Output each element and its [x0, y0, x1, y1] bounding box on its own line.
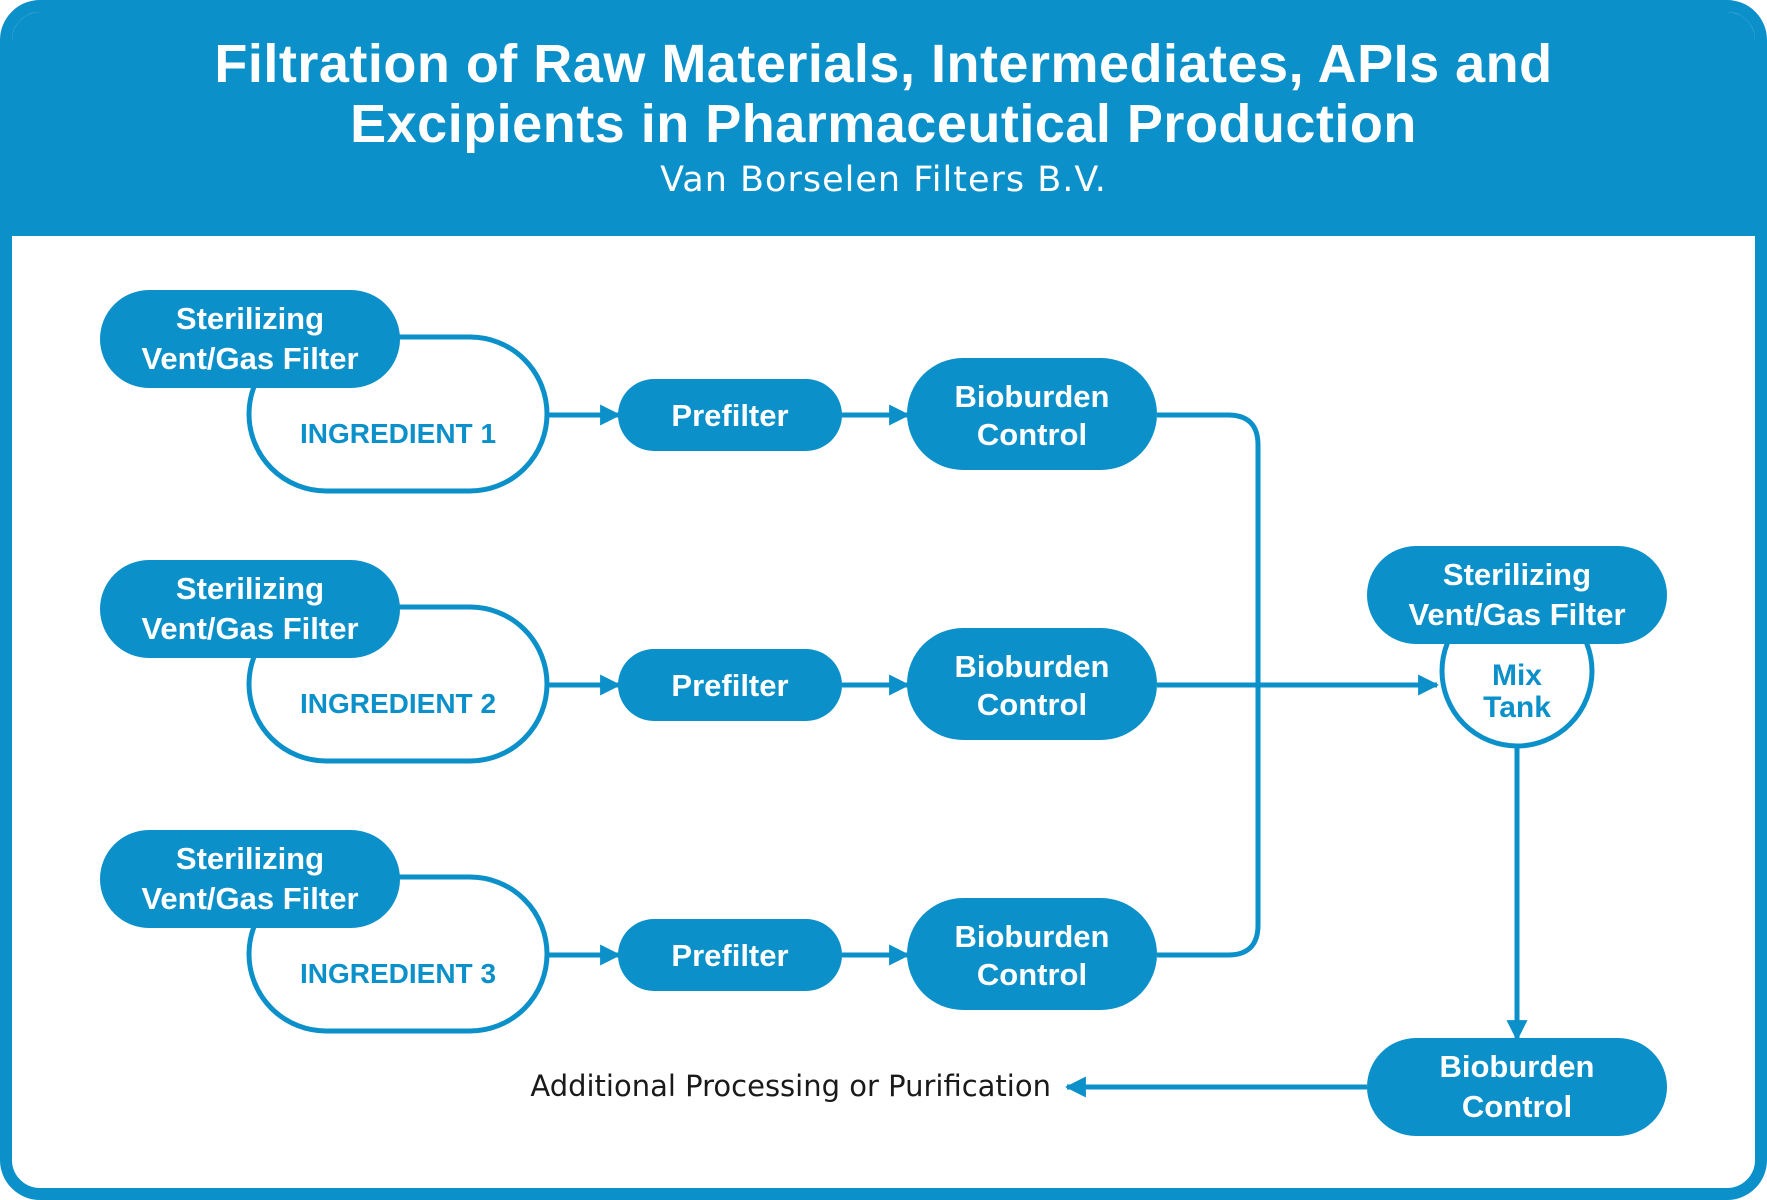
ingredient-row-2: INGREDIENT 2 Sterilizing Vent/Gas Filter… [100, 560, 1157, 764]
ingredient-2-label: INGREDIENT 2 [300, 688, 496, 719]
mix-tank-line-1: Mix [1492, 659, 1542, 692]
title-line-1: Filtration of Raw Materials, Intermediat… [214, 34, 1553, 94]
prefilter-2 [618, 649, 842, 721]
vent-filter-3-line-1: Sterilizing [176, 841, 324, 876]
prefilter-3-label: Prefilter [671, 938, 788, 973]
page-subtitle: Van Borselen Filters B.V. [660, 160, 1107, 200]
bioburden-control-final [1367, 1038, 1667, 1136]
bioburden-control-2-line-2: Control [977, 687, 1087, 722]
prefilter-2-label: Prefilter [671, 668, 788, 703]
prefilter-1-label: Prefilter [671, 398, 788, 433]
vent-filter-mix-line-1: Sterilizing [1443, 557, 1591, 592]
vent-filter-3-line-2: Vent/Gas Filter [141, 881, 358, 916]
prefilter-3 [618, 919, 842, 991]
vent-filter-2-line-1: Sterilizing [176, 571, 324, 606]
bioburden-control-1-line-2: Control [977, 417, 1087, 452]
ingredient-1-label: INGREDIENT 1 [300, 418, 496, 449]
bioburden-control-1-line-1: Bioburden [955, 379, 1110, 414]
page-title: Filtration of Raw Materials, Intermediat… [12, 12, 1755, 154]
ingredient-row-1: INGREDIENT 1 Sterilizing Vent/Gas Filter… [100, 290, 1157, 494]
vent-filter-2 [100, 560, 400, 658]
vent-filter-3 [100, 830, 400, 928]
ingredient-3-label: INGREDIENT 3 [300, 958, 496, 989]
vent-filter-mix-line-2: Vent/Gas Filter [1408, 597, 1625, 632]
vent-filter-1-line-2: Vent/Gas Filter [141, 341, 358, 376]
mix-tank-line-2: Tank [1483, 691, 1551, 724]
vent-filter-2-line-2: Vent/Gas Filter [141, 611, 358, 646]
bioburden-control-3-line-2: Control [977, 957, 1087, 992]
vent-filter-1-line-1: Sterilizing [176, 301, 324, 336]
prefilter-1 [618, 379, 842, 451]
title-line-2: Excipients in Pharmaceutical Production [350, 94, 1417, 154]
bioburden-control-1 [907, 358, 1157, 470]
ingredient-row-3: INGREDIENT 3 Sterilizing Vent/Gas Filter… [100, 830, 1157, 1034]
bioburden-control-final-line-2: Control [1462, 1089, 1572, 1124]
bioburden-control-final-line-1: Bioburden [1440, 1049, 1595, 1084]
vent-filter-mix [1367, 546, 1667, 644]
header-banner: Filtration of Raw Materials, Intermediat… [12, 12, 1755, 236]
final-bioburden-group: Bioburden Control [1367, 1038, 1667, 1136]
bioburden-control-3 [907, 898, 1157, 1010]
bioburden-control-3-line-1: Bioburden [955, 919, 1110, 954]
vent-filter-1 [100, 290, 400, 388]
mix-tank-group: Mix Tank Sterilizing Vent/Gas Filter [1367, 546, 1667, 749]
bioburden-control-2-line-1: Bioburden [955, 649, 1110, 684]
output-label: Additional Processing or Purification [530, 1069, 1051, 1103]
bioburden-control-2 [907, 628, 1157, 740]
